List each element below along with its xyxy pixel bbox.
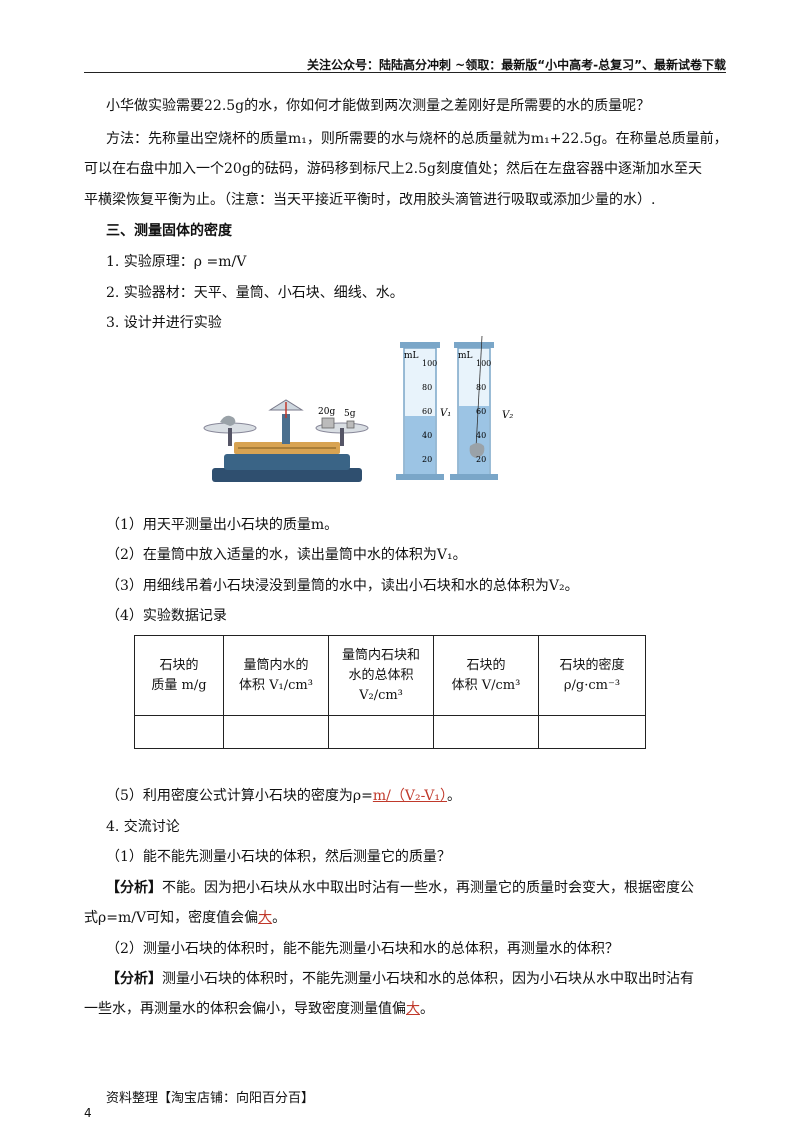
table-cell[interactable] xyxy=(328,715,434,749)
table-row xyxy=(134,715,646,749)
cyl2-tick-40: 40 xyxy=(476,431,486,440)
cyl2-ml: mL xyxy=(458,351,473,361)
weight-20g-label: 20g xyxy=(318,407,335,417)
cylinder-1 xyxy=(396,342,444,480)
method-line-3: 平横梁恢复平衡为止。（注意：当天平接近平衡时，改用胶头滴管进行吸取或添加少量的水… xyxy=(84,192,656,208)
weight-5g-label: 5g xyxy=(344,409,356,419)
analysis-2-line-2: 一些水，再测量水的体积会偏小，导致密度测量值偏大。 xyxy=(84,1001,434,1017)
page-number: 4 xyxy=(84,1106,92,1120)
cyl2-tick-80: 80 xyxy=(476,383,486,392)
cyl1-tick-40: 40 xyxy=(422,431,432,440)
principle: 1. 实验原理：ρ =m/V xyxy=(106,254,247,270)
stone-in-cylinder-icon xyxy=(469,443,485,458)
step-3: （3）用细线吊着小石块浸没到量筒的水中，读出小石块和水的总体积为V₂。 xyxy=(106,578,579,594)
cyl1-v1-label: V₁ xyxy=(440,408,451,419)
experiment-figure: 20g 5g mL 100 80 60 40 20 V₁ mL 100 80 6… xyxy=(203,335,513,482)
analysis-1-line-2: 式ρ=m/V可知，密度值会偏大。 xyxy=(84,910,287,926)
question-2: （2）测量小石块的体积时，能不能先测量小石块和水的总体积，再测量水的体积？ xyxy=(106,941,619,957)
stone-icon xyxy=(220,415,236,426)
answer-1: 大 xyxy=(258,910,273,926)
step-1: （1）用天平测量出小石块的质量m。 xyxy=(106,517,339,533)
table-cell[interactable] xyxy=(433,715,539,749)
cyl2-tick-20: 20 xyxy=(476,455,486,464)
table-cell[interactable] xyxy=(538,715,646,749)
page-header: 关注公众号：陆陆高分冲刺 ~领取：最新版“小中高考-总复习”、最新试卷下载 xyxy=(307,58,726,72)
col-water-volume-header: 量筒内水的体积 V₁/cm³ xyxy=(223,635,329,716)
answer-2: 大 xyxy=(406,1001,420,1017)
design-title: 3. 设计并进行实验 xyxy=(106,315,222,331)
cyl1-tick-60: 60 xyxy=(422,407,432,416)
analysis-1-line-1: 【分析】不能。因为把小石块从水中取出时沾有一些水，再测量它的质量时会变大，根据密… xyxy=(106,880,694,896)
footer-note: 资料整理【淘宝店铺：向阳百分百】 xyxy=(106,1091,315,1106)
method-line-2: 可以在右盘中加入一个20g的砝码，游码移到标尺上2.5g刻度值处；然后在左盘容器… xyxy=(84,161,703,177)
table-cell[interactable] xyxy=(134,715,224,749)
density-formula-answer: m/（V₂-V₁） xyxy=(372,788,448,804)
method-line-1: 方法：先称量出空烧杯的质量m₁，则所需要的水与烧杯的总质量就为m₁+22.5g。… xyxy=(106,131,728,147)
weight-5g-icon xyxy=(346,420,355,429)
step-5: （5）利用密度公式计算小石块的密度为ρ=m/（V₂-V₁）。 xyxy=(106,788,462,804)
cyl1-tick-100: 100 xyxy=(422,359,437,368)
section-3-title: 三、测量固体的密度 xyxy=(106,223,232,239)
intro-question: 小华做实验需要22.5g的水，你如何才能做到两次测量之差刚好是所需要的水的质量呢… xyxy=(106,98,651,114)
question-1: （1）能不能先测量小石块的体积，然后测量它的质量？ xyxy=(106,849,451,865)
col-mass-header: 石块的质量 m/g xyxy=(134,635,224,716)
cyl2-tick-100: 100 xyxy=(476,359,491,368)
cyl2-v2-label: V₂ xyxy=(502,410,513,421)
step-2: （2）在量筒中放入适量的水，读出量筒中水的体积为V₁。 xyxy=(106,547,467,563)
step-4: （4）实验数据记录 xyxy=(106,608,227,624)
balance-illustration xyxy=(203,399,369,482)
cylinder-2 xyxy=(450,335,498,480)
cyl1-tick-80: 80 xyxy=(422,383,432,392)
cyl2-tick-60: 60 xyxy=(476,407,486,416)
weight-20g-icon xyxy=(321,417,335,429)
analysis-2-line-1: 【分析】测量小石块的体积时，不能先测量小石块和水的总体积，因为小石块从水中取出时… xyxy=(106,971,694,987)
header-rule xyxy=(84,72,726,73)
col-stone-volume-header: 石块的体积 V/cm³ xyxy=(433,635,539,716)
cyl1-tick-20: 20 xyxy=(422,455,432,464)
cyl1-ml: mL xyxy=(404,351,419,361)
table-cell[interactable] xyxy=(223,715,329,749)
section-4-title: 4. 交流讨论 xyxy=(106,819,180,835)
equipment: 2. 实验器材：天平、量筒、小石块、细线、水。 xyxy=(106,285,404,301)
